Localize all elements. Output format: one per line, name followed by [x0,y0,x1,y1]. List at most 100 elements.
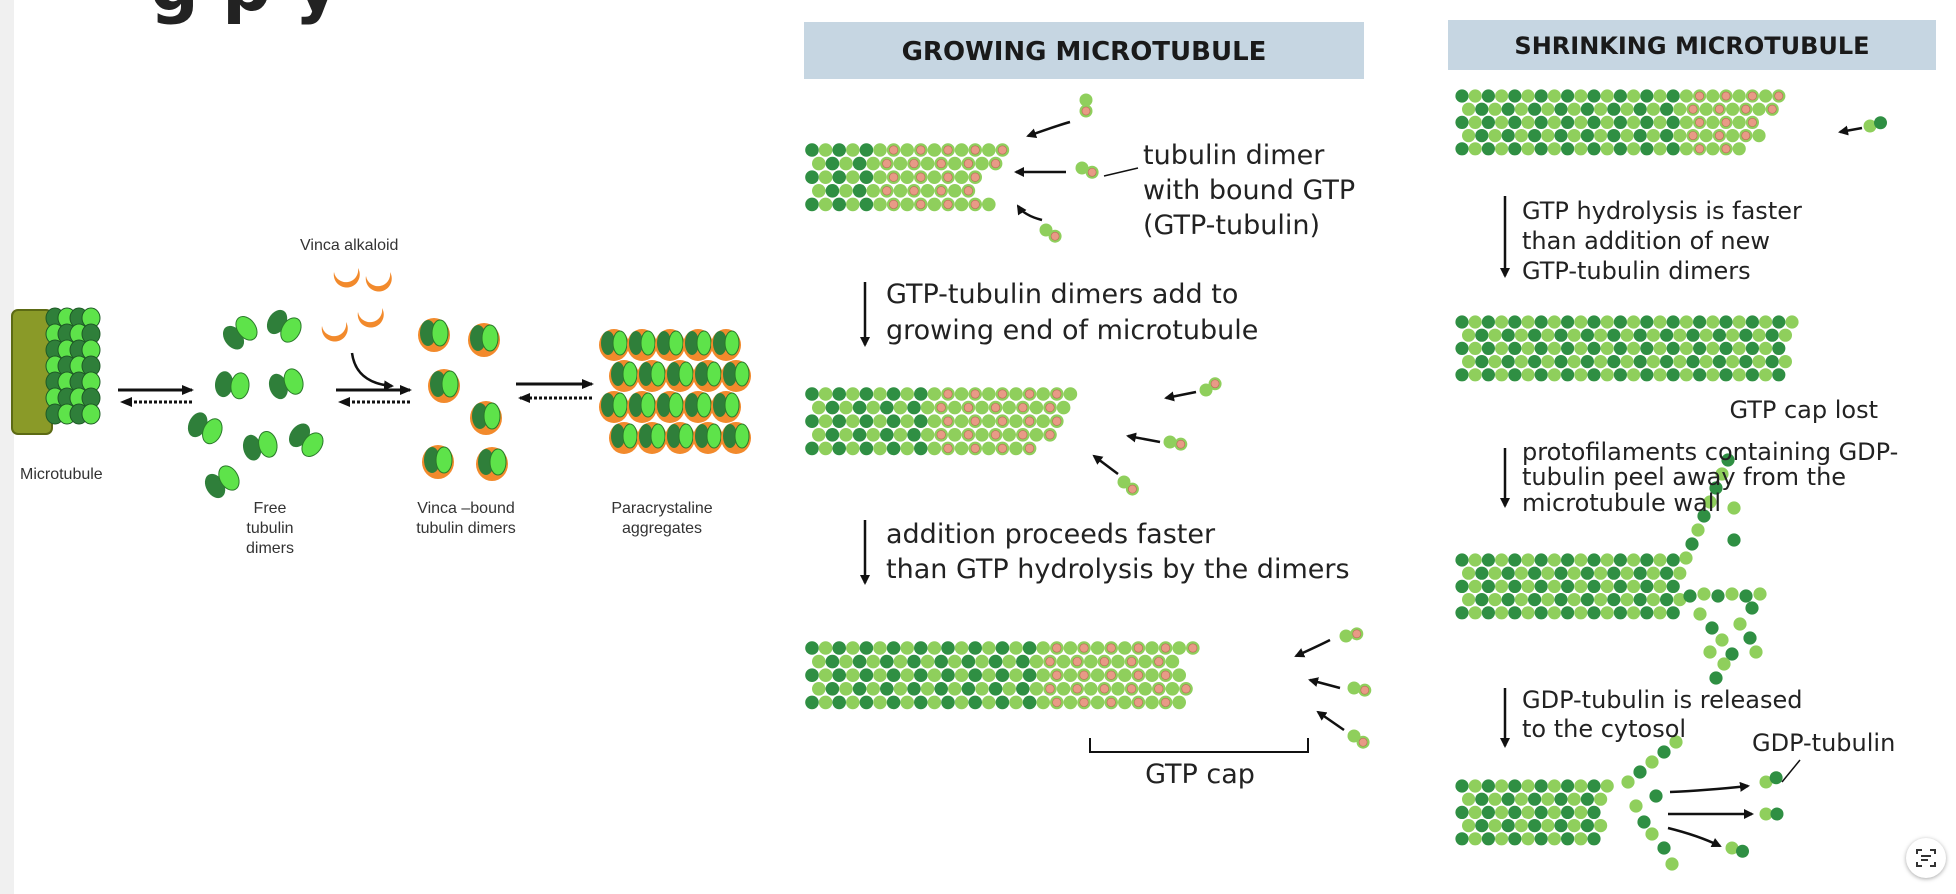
tubulin-subunit [914,414,928,429]
tubulin-subunit [1580,566,1594,580]
shrinking-stage-1 [1455,89,1888,156]
tubulin-subunit [1752,328,1766,342]
bound-gtp [1106,643,1116,653]
tubulin-subunit [818,197,833,212]
bound-gtp [991,403,1001,413]
text-scan-button[interactable] [1906,838,1946,878]
tubulin-subunit [1594,102,1608,116]
tubulin-subunit [846,170,860,184]
tubulin-subunit [1534,341,1548,355]
bound-gtp [936,403,946,413]
dimer-dark [667,362,681,386]
tubulin-subunit [1679,368,1693,382]
tubulin-subunit [1594,819,1608,833]
bound-gtp [916,199,926,209]
tubulin-subunit [1514,566,1528,580]
tubulin-subunit [1666,142,1680,156]
tubulin-subunit [1481,579,1495,594]
dimer-dark [268,373,288,400]
tubulin-subunit [900,414,914,429]
free-tubulin-dimers [187,309,324,499]
dimer-light [441,370,459,398]
tubulin-subunit [1455,368,1469,382]
tubulin-subunit [1488,102,1502,116]
tubulin-subunit [1759,315,1773,329]
tubulin-subunit [1547,341,1561,355]
tubulin-subunit [1752,102,1766,116]
bound-gtp [997,416,1007,426]
bound-gtp [936,186,946,196]
tubulin-subunit [1660,593,1674,607]
bound-gtp [1741,104,1751,114]
tubulin-subunit [873,197,887,212]
tubulin-subunit [846,387,860,401]
tubulin-subunit [1706,142,1720,156]
tubulin-subunit [1063,668,1078,682]
tubulin-subunit [1501,328,1515,342]
tubulin-subunit [920,682,935,696]
tubulin-subunit [1534,142,1548,156]
bound-gtp [1045,403,1055,413]
tubulin-subunit [1627,606,1641,620]
tubulin-subunit [1508,805,1522,820]
tubulin-subunit [859,441,874,456]
tubulin-subunit [866,156,880,171]
tubulin-subunit [1666,553,1680,567]
tubulin-subunit [1567,355,1581,369]
tubulin-subunit [1495,805,1509,820]
growing-stage-2 [805,377,1222,496]
tubulin-subunit [1574,553,1588,567]
shrinking-stage-3 [1455,453,1767,685]
tubulin-subunit [852,682,867,696]
tubulin-subunit [1613,368,1627,382]
shrink-step2-line2: tubulin peel away from the [1522,463,1846,491]
tubulin-subunit [1547,606,1561,620]
bound-gtp [1079,697,1089,707]
tubulin-subunit [1475,792,1489,806]
tubulin-subunit [1673,102,1687,116]
tubulin-subunit [846,695,860,710]
tubulin-subunit [812,654,826,669]
bound-gtp [997,443,1007,453]
bound-gtp [1072,657,1082,667]
tubulin-subunit [832,414,846,429]
bound-gtp [1072,684,1082,694]
dimer-light [668,330,684,356]
tubulin-subunit [873,441,887,456]
tubulin-subunit [948,428,962,442]
tubulin-subunit [1580,593,1594,607]
tubulin-subunit [1090,668,1105,682]
shrinking-header-bar [1448,20,1936,70]
tubulin-subunit [1580,328,1594,342]
tubulin-subunit [805,668,819,682]
tubulin-subunit [1508,553,1522,567]
tubulin-subunit [886,695,901,710]
tubulin-subunit [1547,315,1561,329]
bound-gtp [991,159,1001,169]
dimer-dark [713,331,727,355]
tubulin-subunit [1653,579,1667,594]
bound-gtp [997,145,1007,155]
tubulin-subunit [1002,400,1016,415]
tubulin-subunit [873,143,887,157]
bound-gtp [936,159,946,169]
shrinking-stage-4 [1455,735,1784,871]
shrinking-header: SHRINKING MICROTUBULE [1514,32,1869,60]
tubulin-subunit [948,400,962,415]
dimer-dark [639,362,653,386]
tubulin-subunit [1607,355,1621,369]
dimer-light [280,317,302,343]
dimer-dark [629,331,643,355]
dimer-dark [424,447,440,473]
tubulin-subunit [1679,315,1693,329]
tubulin-subunit [995,695,1010,710]
text-scan-icon [1916,849,1936,867]
free-dimer-alpha [1075,161,1089,175]
tubulin-subunit [1660,129,1674,143]
tubulin-subunit [1541,593,1555,607]
tubulin-subunit [805,170,819,184]
tubulin-subunit [1640,142,1654,156]
tubulin-subunit [818,170,833,184]
tubulin-subunit [1534,368,1548,382]
